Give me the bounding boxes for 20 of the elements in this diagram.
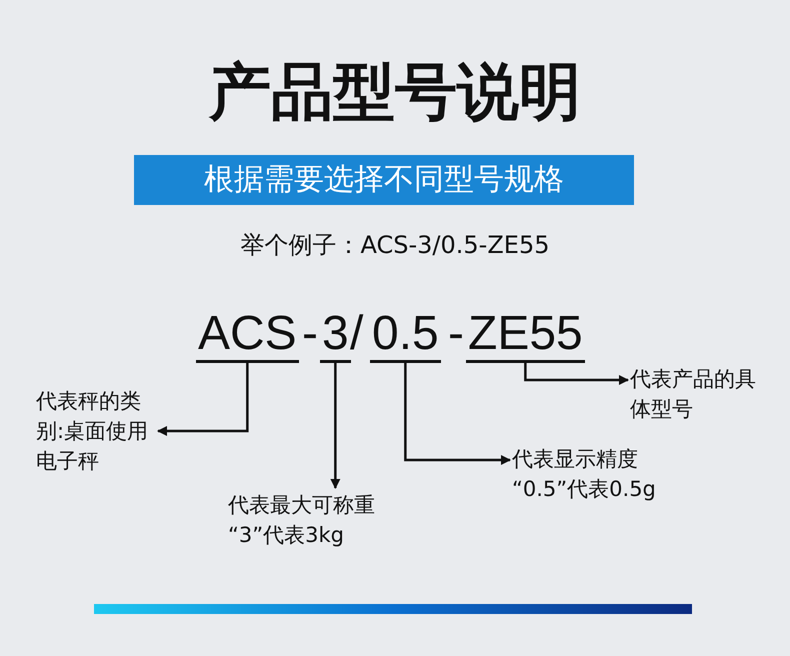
model-segment: 3 xyxy=(320,308,351,363)
model-segment: 0.5 xyxy=(370,308,441,363)
arrow xyxy=(330,363,340,489)
description-text: “0.5”代表0.5g xyxy=(512,476,656,503)
separator-text: - xyxy=(448,308,464,360)
model-segment: ZE55 xyxy=(466,308,585,363)
description-text: 代表产品的具体型号 xyxy=(630,364,775,424)
arrow xyxy=(524,363,629,385)
description-text: 代表显示精度 xyxy=(512,446,639,473)
separator-text: / xyxy=(350,308,364,360)
arrow xyxy=(404,363,511,465)
example-text: 举个例子：ACS-3/0.5-ZE55 xyxy=(240,230,550,261)
description-text: “3”代表3kg xyxy=(228,522,345,549)
description-text: 代表秤的类别:桌面使用电子秤 xyxy=(36,386,156,476)
description-text: 代表最大可称重 xyxy=(228,492,375,519)
model-segment: ACS xyxy=(196,308,299,363)
page-title: 产品型号说明 xyxy=(208,54,582,130)
arrow xyxy=(157,363,249,436)
separator-text: - xyxy=(302,308,318,360)
banner: 根据需要选择不同型号规格 xyxy=(134,155,634,205)
